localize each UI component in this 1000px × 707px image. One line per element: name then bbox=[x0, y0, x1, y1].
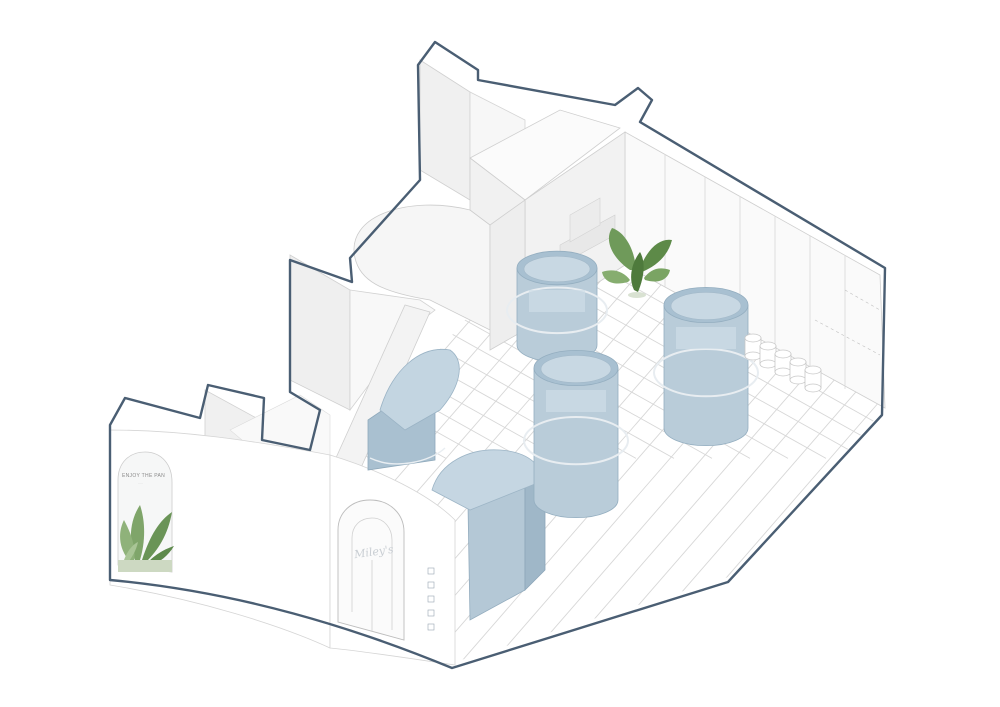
cylinder-top-inner bbox=[540, 355, 612, 383]
floor-grid-line bbox=[0, 102, 52, 700]
floor-grid-line bbox=[0, 100, 218, 458]
entrance-inner-arch bbox=[351, 517, 393, 630]
front-facade: ENJOY THE PAN ····· Miley's bbox=[109, 429, 456, 666]
floor-grid-line bbox=[0, 102, 20, 700]
cylinder-stand bbox=[506, 250, 608, 363]
cylinder-body bbox=[663, 304, 749, 447]
stool bbox=[774, 349, 792, 377]
floor-grid-line bbox=[875, 132, 885, 665]
left-arch-sign-sub: ····· bbox=[138, 481, 143, 485]
right-wall-window-dashes bbox=[814, 289, 881, 356]
wall-fixtures bbox=[427, 567, 435, 631]
half-round-counter-left bbox=[367, 348, 460, 471]
cylinder-ring-rail bbox=[523, 415, 629, 466]
cylinder-glass-band bbox=[676, 327, 736, 349]
floor-grid-line bbox=[0, 102, 84, 700]
floor-grid-line bbox=[0, 100, 28, 458]
stool bbox=[744, 333, 762, 361]
floor-grid-line bbox=[491, 132, 885, 665]
curved-bay bbox=[353, 204, 491, 331]
floor-grid-line bbox=[523, 132, 885, 665]
monstera-plant-icon bbox=[602, 228, 672, 298]
cylinder-stand bbox=[523, 349, 629, 519]
entrance-script-sign: Miley's bbox=[352, 543, 394, 562]
floor-grid-line bbox=[350, 132, 599, 459]
floor-grid-line bbox=[972, 102, 1000, 700]
furniture bbox=[367, 228, 822, 621]
cylinder-ring-rail bbox=[653, 348, 759, 398]
floor-grid-line bbox=[908, 100, 1000, 458]
floor-grid-line bbox=[0, 100, 104, 458]
stool bbox=[804, 365, 822, 393]
floor-grid-line bbox=[984, 100, 1000, 458]
cylinder-top-inner bbox=[670, 292, 742, 320]
cylinder-glass-band bbox=[529, 290, 585, 312]
cylinder-stand bbox=[653, 286, 759, 447]
floor-grid-line bbox=[555, 132, 885, 665]
floor-grid-line bbox=[350, 132, 637, 459]
floor-grid-line bbox=[0, 102, 116, 700]
cylinder-top-inner bbox=[523, 255, 591, 283]
cylinder-stands bbox=[506, 250, 759, 519]
floor-grid-line bbox=[946, 100, 1000, 458]
back-counter-shelf bbox=[569, 197, 601, 243]
floor-grid-line bbox=[0, 102, 212, 700]
floor-grid-line bbox=[908, 102, 1000, 700]
floor-grid-line bbox=[0, 102, 148, 700]
floor-grid-line bbox=[869, 132, 885, 459]
cylinder-glass-band bbox=[546, 390, 606, 412]
left-arch-sign: ENJOY THE PAN bbox=[122, 473, 165, 479]
floor-grid-line bbox=[350, 132, 561, 459]
cylinder-ring-rail bbox=[506, 286, 608, 335]
left-upper-wall bbox=[419, 59, 471, 201]
banana-leaf-plant-icon bbox=[118, 505, 174, 572]
floor-grid-line bbox=[940, 102, 1000, 700]
building-outline bbox=[108, 40, 887, 670]
stool bbox=[759, 341, 777, 369]
round-stools bbox=[744, 333, 822, 393]
floor-grid-line bbox=[0, 102, 180, 700]
stool bbox=[789, 357, 807, 385]
floor-grid-line bbox=[0, 100, 66, 458]
entrance-arch-door[interactable] bbox=[337, 499, 405, 641]
